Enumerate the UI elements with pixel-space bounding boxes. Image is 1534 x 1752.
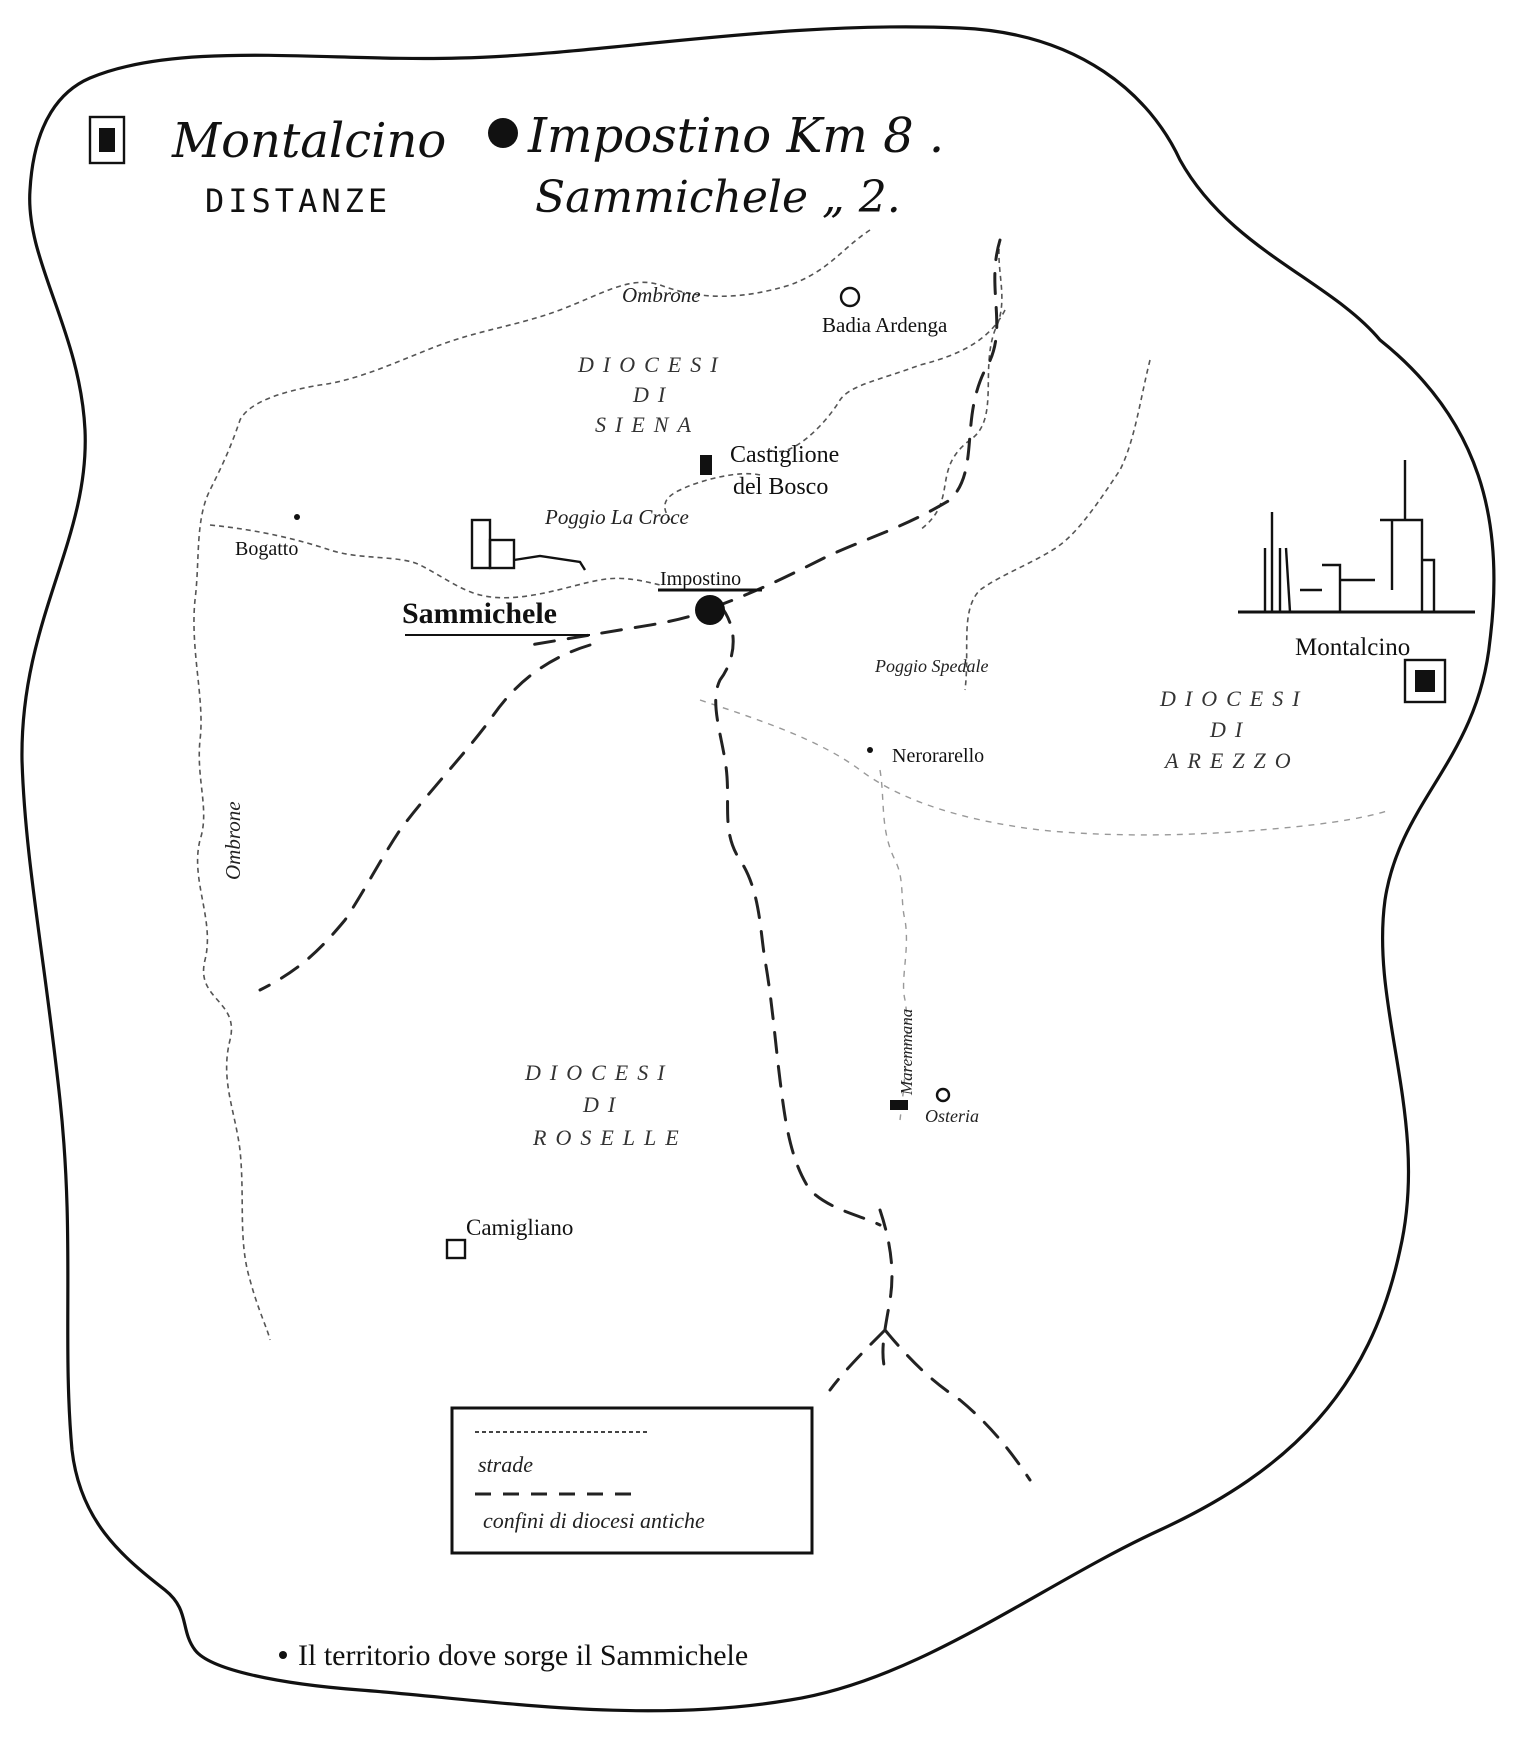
roads [258,238,1032,1482]
label-camigliano: Camigliano [466,1215,573,1240]
footer-caption: Il territorio dove sorge il Sammichele [298,1639,748,1672]
label-poggio-spedale: Poggio Spedale [874,656,988,676]
sammichele-castle-icon [470,518,587,571]
label-ombrone-left: Ombrone [221,801,245,880]
diocesi-siena-line3: SIENA [595,412,700,437]
maremmana-marker [890,1100,908,1110]
label-impostino: Impostino [660,568,741,590]
header-montalcino: Montalcino [171,113,446,169]
place-markers [279,286,1447,1659]
label-ombrone-top: Ombrone [622,283,701,307]
header-impostino-distance: Impostino Km 8 . [527,108,944,164]
legend: strade confini di diocesi antiche [450,1406,814,1555]
legend-roads-label: strade [478,1452,533,1477]
diocesi-roselle-line3: ROSELLE [532,1125,688,1150]
label-bogatto: Bogatto [235,538,298,560]
label-badia-ardenga: Badia Ardenga [822,313,948,337]
diocese-borders [193,229,1391,1341]
diocesi-arezzo-line1: DIOCESI [1159,686,1309,711]
impostino-marker [695,595,725,625]
label-castiglione-2: del Bosco [733,474,828,500]
map-outline [20,25,1496,1713]
label-osteria: Osteria [925,1106,979,1126]
montalcino-marker [1403,658,1447,704]
label-poggio-la-croce: Poggio La Croce [544,505,689,529]
legend-borders-label: confini di diocesi antiche [483,1508,705,1533]
diocesi-siena-line1: DIOCESI [577,352,727,377]
place-labels: Ombrone Badia Ardenga Castiglione del Bo… [221,283,1410,1240]
header: Montalcino Impostino Km 8 . DISTANZE Sam… [88,108,944,223]
diocesi-roselle-line1: DIOCESI [524,1060,674,1085]
castiglione-marker [700,455,712,475]
impostino-dot-icon [488,118,518,148]
label-nerorarello: Nerorarello [892,745,984,767]
diocesi-siena-line2: DI [632,382,674,407]
montalcino-castle-icon [88,115,126,165]
header-distanze-label: DISTANZE [205,182,391,220]
diocesi-roselle-line2: DI [582,1092,624,1117]
diocesi-arezzo-line3: AREZZO [1163,748,1300,773]
diocese-labels: DIOCESI DI SIENA DIOCESI DI AREZZO DIOCE… [524,352,1309,1150]
montalcino-skyline-icon [1238,460,1475,614]
label-sammichele: Sammichele [402,597,557,630]
badia-marker [839,286,861,308]
camigliano-marker [445,1238,467,1260]
osteria-marker [935,1087,951,1103]
label-maremmana: Maremmana [897,1009,916,1096]
header-sammichele-distance: Sammichele „ 2. [535,172,901,223]
label-castiglione-1: Castiglione [730,442,839,468]
label-montalcino: Montalcino [1295,634,1410,661]
diocesi-arezzo-line2: DI [1209,717,1251,742]
